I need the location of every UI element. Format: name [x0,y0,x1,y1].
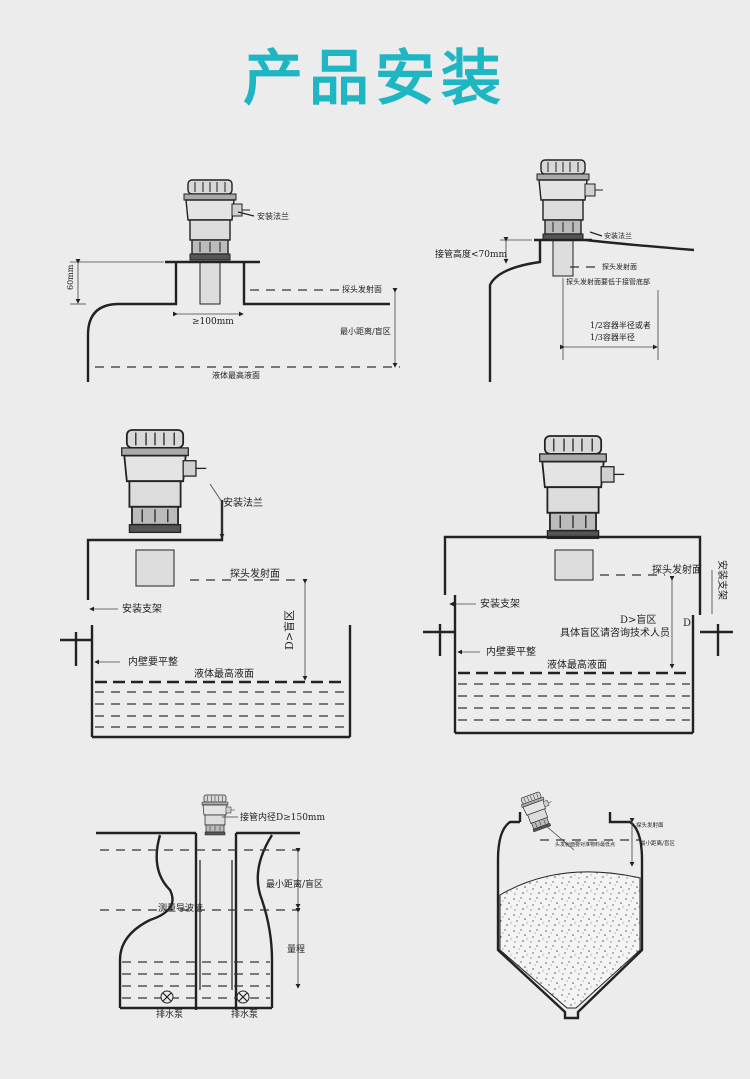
probe-face-label: 探头发射面 [652,563,702,576]
diagram-6: 头发射面要对准物料最低点 探头发射面 最小距离/盲区 [496,788,675,1020]
page-title: 产品安装 [243,44,507,114]
blind-zone-label: 最小距离/盲区 [340,326,391,336]
sensor-icon [120,429,208,534]
dim-60mm-label: 60mm [66,264,75,290]
flange-label: 安装法兰 [257,211,289,221]
pipe-diameter-label: 接管内径D≥150mm [240,811,325,823]
wall-label: 内壁要平整 [486,645,536,658]
probe-note-label: 探头发射面要低于接管底部 [566,277,650,286]
pump-label-2: 排水泵 [231,1008,258,1020]
flange-label: 安装法兰 [223,496,263,509]
guide-pipe-label: 测量导波管 [158,902,203,914]
bracket-right-label: 安装支架 [716,560,729,600]
sensor-icon [538,435,626,540]
max-level-label: 液体最高液面 [547,658,607,671]
blind-zone-label: 最小距离/盲区 [266,878,323,890]
bracket-label: 安装支架 [122,602,162,615]
pump-icon [236,990,250,1004]
d-label: D [683,618,691,629]
probe-face-label: 探头发射面 [230,567,280,580]
diagram-2: 安装法兰 接管高度<70mm 探头发射面 探头发射面要低于接管底部 1/2容器半… [435,159,695,382]
pump-icon [160,990,174,1004]
aim-note-label: 头发射面要对准物料最低点 [555,841,615,848]
max-level-label: 液体最高液面 [194,667,254,680]
range-label: 量程 [287,944,305,955]
probe-face-label: 探头发射面 [602,262,637,271]
bracket-label: 安装支架 [480,597,520,610]
diagram-1: 安装法兰 60mm 探头发射面 ≥100mm 最小距离/盲区 液体最高液面 [66,179,400,382]
sensor-icon [536,159,604,241]
sensor-icon [518,788,560,834]
radius-label-1: 1/2容器半径或者 [590,320,651,330]
pump-label-1: 排水泵 [156,1008,183,1020]
consult-label: 具体盲区请咨询技术人员 [560,626,670,639]
blind-zone-label: 最小距离/盲区 [640,839,675,847]
blind-zone-label: D>盲区 [282,610,296,650]
diagram-5: 接管内径D≥150mm 最小距离/盲区 测量导波管 量程 [96,794,325,1020]
probe-face-label: 探头发射面 [342,284,382,294]
sensor-icon [201,794,236,836]
blind-d-label: D>盲区 [620,613,656,626]
diagram-4: 探头发射面 安装支架 安装支架 D>盲区 D 具体盲区请咨询技术人员 内壁要平整… [423,435,733,735]
max-level-label: 液体最高液面 [212,370,260,380]
pipe-height-label: 接管高度<70mm [435,248,508,260]
probe-face-label: 探头发射面 [636,821,664,829]
wall-label: 内壁要平整 [128,655,178,668]
width-label: ≥100mm [192,317,234,327]
radius-label-2: 1/3容器半径 [590,332,635,342]
flange-label: 安装法兰 [604,231,632,240]
sensor-icon [183,179,251,261]
diagram-3: 安装法兰 探头发射面 安装支架 D>盲区 内壁要平整 液体最高液面 [60,429,352,739]
